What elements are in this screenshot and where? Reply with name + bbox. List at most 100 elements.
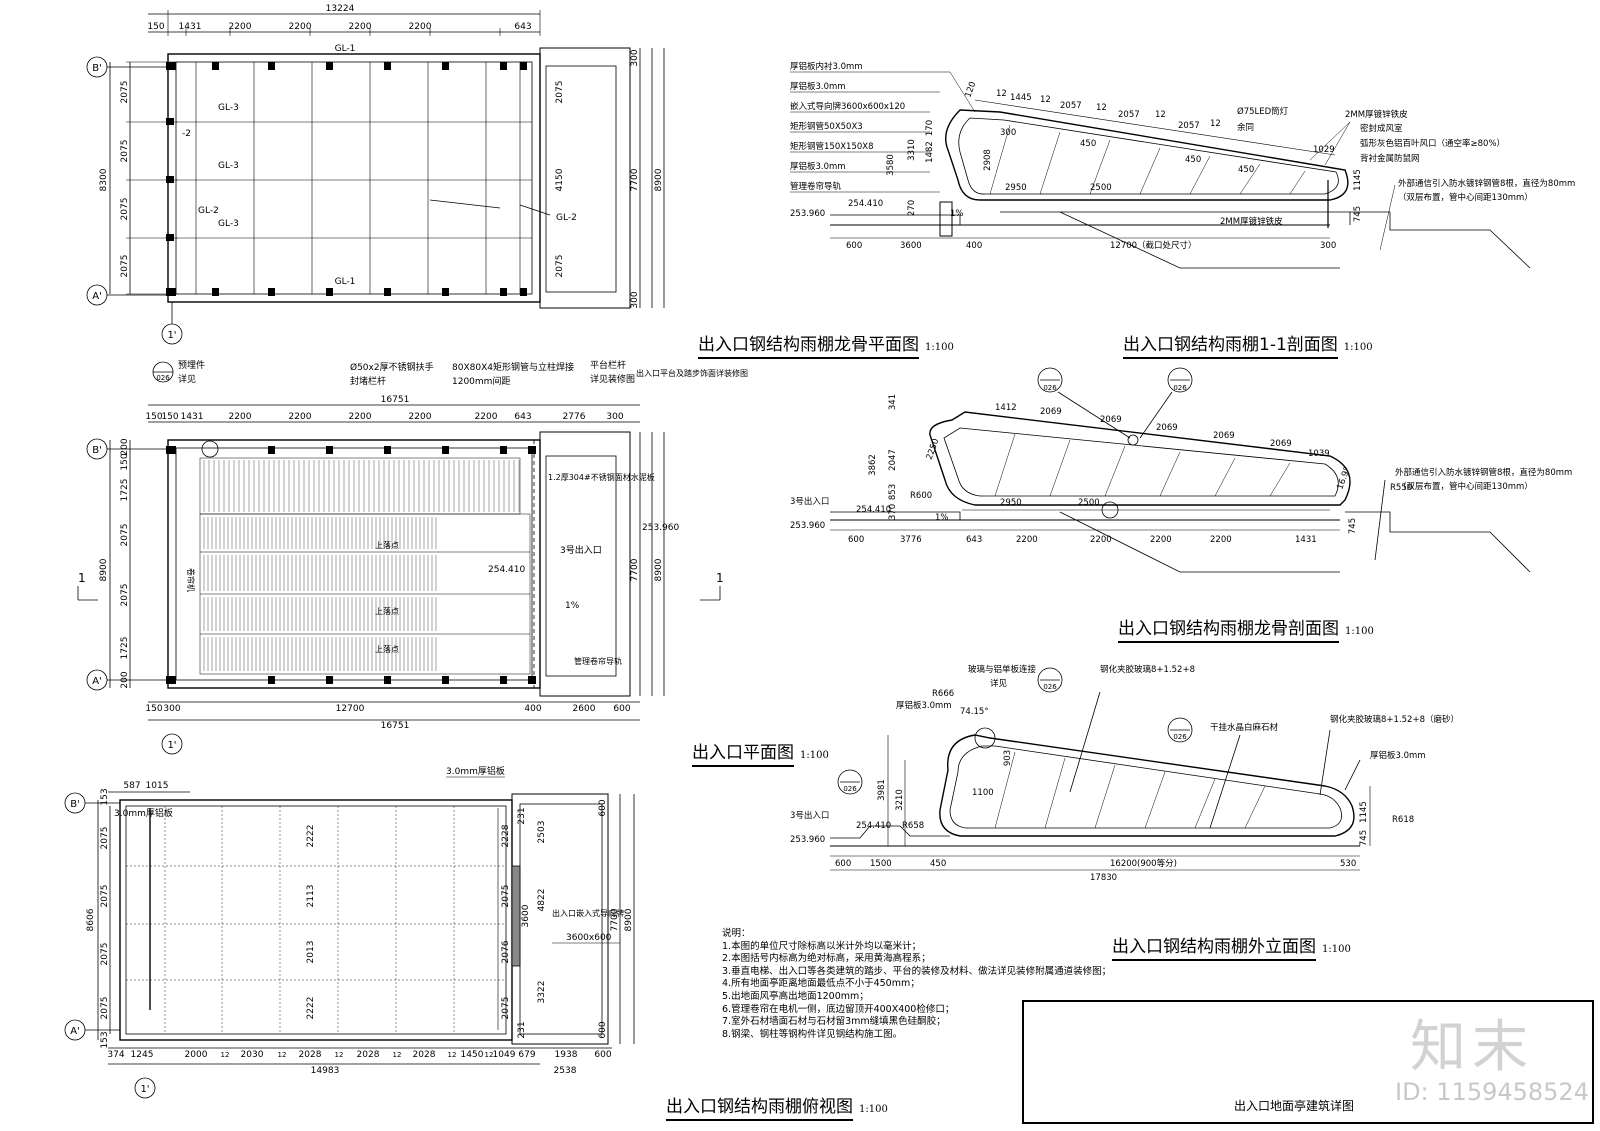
beam-label: GL-1 (335, 277, 356, 287)
elevation-dim: 3981 (877, 779, 887, 801)
elevation-dim: 17830 (1090, 873, 1117, 883)
plan3-dim: 12 (278, 1051, 287, 1059)
plan2-dim: 8900 (654, 558, 664, 581)
section2-elev: 254.410 (856, 505, 891, 515)
detail-ref: 026 (843, 785, 857, 793)
plan2-label: 卷帘机 (186, 568, 196, 592)
section1-label: 管理卷帘导轨 (790, 181, 842, 192)
plan1-left-total: 8300 (99, 168, 109, 191)
section2-dim: 2200 (1150, 535, 1172, 545)
plan2-label: 详见装修图 (590, 373, 635, 385)
plan3-dim: 2075 (100, 997, 110, 1020)
plan3-dim: 2030 (241, 1050, 264, 1060)
detail-ref: 026 (1043, 384, 1057, 392)
entrance-plan-columns (166, 446, 536, 684)
plan3-dim: 2075 (100, 827, 110, 850)
section1-label: 余同 (1237, 122, 1254, 133)
roof-plan (64, 791, 635, 1099)
section1-dim: 3600 (900, 241, 922, 251)
plan2-dim: 2200 (229, 412, 252, 422)
plan1-dim: 2075 (555, 255, 565, 278)
elevation-elev: 254.410 (856, 821, 891, 831)
elevation-dim: 1145 (1359, 801, 1369, 823)
plan2-label: 封堵栏杆 (350, 375, 386, 387)
plan3-dim: 600 (598, 799, 608, 816)
section1-dim: 12 (1210, 119, 1221, 129)
section1-dim: 2950 (1005, 183, 1027, 193)
beam-label: GL-1 (335, 44, 356, 54)
section2-dim: 2069 (1156, 423, 1178, 433)
section1-label: 厚铝板3.0mm (790, 161, 846, 172)
elevation-label: 钢化夹胶玻璃8+1.52+8 (1100, 664, 1195, 675)
section1-label: 2MM厚镀锌铁皮 (1220, 216, 1283, 227)
section1-label: （双层布置，管中心间距130mm） (1398, 192, 1533, 203)
plan3-dim: 2028 (413, 1050, 436, 1060)
section-mark: 1 (78, 571, 86, 585)
plan2-label: 详见 (178, 373, 196, 385)
plan3-dim: 587 (123, 781, 140, 791)
plan3-dim: 2028 (357, 1050, 380, 1060)
section2-slope: 1% (935, 513, 949, 523)
plan3-dim: 1049 (493, 1050, 516, 1060)
framing-section-texts: 026 026 341 1412 2069 2069 2069 2069 206… (790, 384, 1572, 545)
plan2-dim: 200 (120, 671, 130, 688)
plan3-dim: 7700 (610, 908, 620, 931)
plan2-dim: 150 (161, 412, 178, 422)
section2-dim: 1039 (1308, 449, 1330, 459)
watermark-logo: 知末 (1410, 1015, 1534, 1080)
plan3-dim: 12 (221, 1051, 230, 1059)
plan2-dim: 1431 (181, 412, 204, 422)
plan3-dim: 12 (485, 1051, 494, 1059)
note-item: 7.室外石材墙面石材与石材留3mm缝填黑色硅酮胶； (722, 1016, 946, 1028)
plan3-dim: 8606 (86, 908, 96, 931)
plan2-label: 1% (565, 601, 580, 611)
plan3-dim: 2228 (501, 824, 511, 847)
plan1-dim: 300 (630, 49, 640, 66)
plan2-label: 上落点 (375, 606, 399, 616)
section1-dim: 400 (966, 241, 982, 251)
section1-label: 2MM厚镀锌铁皮 (1345, 109, 1408, 120)
plan1-dim: 2075 (120, 255, 130, 278)
note-item: 5.出地面风亭高出地面1200mm； (722, 990, 869, 1002)
plan3-dim: 2000 (185, 1050, 208, 1060)
section2-dim: 1431 (1295, 535, 1317, 545)
plan2-dim: 2200 (475, 412, 498, 422)
beam-label: -2 (182, 129, 191, 139)
section1-label: Ø75LED筒灯 (1237, 106, 1289, 117)
plan3-dim: 679 (518, 1050, 535, 1060)
section1-dim: 12 (1040, 95, 1051, 105)
framing-plan-texts: 13224 150 1431 2200 2200 2200 2200 643 8… (92, 4, 664, 341)
plan2-label: 80X80X4矩形钢管与立柱焊接 (452, 361, 574, 373)
elevation-dim: 530 (1340, 859, 1356, 869)
section1-label: 弧形灰色铝百叶风口（通空率≥80%） (1360, 138, 1505, 149)
section1-dim: 450 (1080, 139, 1096, 149)
plan3-dim: 153 (100, 788, 110, 805)
elevation (830, 667, 1371, 871)
plan1-dim: 4150 (555, 168, 565, 191)
elevation-dim: 600 (835, 859, 851, 869)
title-block: 出入口地面亭建筑详图 (1022, 1000, 1594, 1124)
section1-label: 密封成风室 (1360, 123, 1403, 134)
section1-dim: 450 (1185, 155, 1201, 165)
plan1-dim: 643 (514, 22, 531, 32)
plan1-dim: 2200 (409, 22, 432, 32)
section2-label: 3号出入口 (790, 496, 829, 507)
plan3-dim: 2222 (306, 997, 316, 1020)
detail-ref: 026 (156, 374, 170, 382)
section2-dim: 2069 (1270, 439, 1292, 449)
section1-dim: 2057 (1178, 121, 1200, 131)
entrance-plan (77, 361, 721, 755)
note-item: 4.所有地面亭距离地面最低点不小于450mm； (722, 978, 920, 990)
beam-label: GL-3 (218, 219, 239, 229)
plan3-dim: 8900 (624, 908, 634, 931)
section2-dim: 341 (888, 394, 898, 410)
section1-label: 嵌入式导向牌3600x600x120 (790, 101, 905, 112)
plan3-dim: 2075 (100, 943, 110, 966)
elevation-dim: 450 (930, 859, 946, 869)
plan3-dim: 3322 (537, 981, 547, 1004)
detail-ref: 026 (1043, 683, 1057, 691)
